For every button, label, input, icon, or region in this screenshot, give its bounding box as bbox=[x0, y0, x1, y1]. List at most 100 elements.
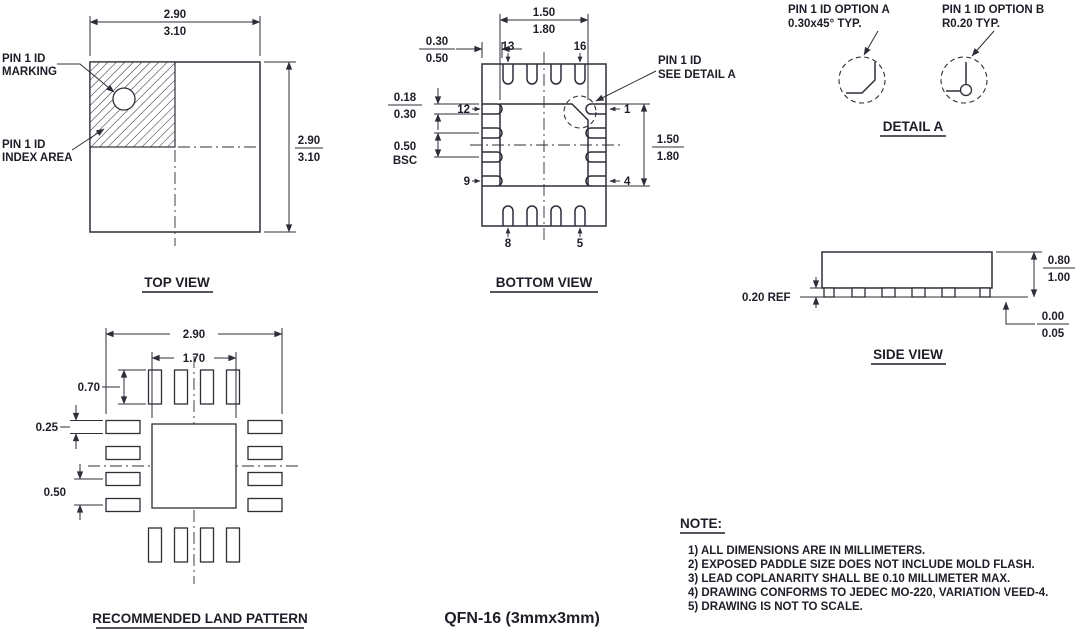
lead bbox=[911, 287, 926, 298]
dim-label: 0.80 bbox=[1048, 255, 1070, 267]
dim-label: 0.20 REF bbox=[742, 292, 791, 304]
land-pad bbox=[199, 527, 215, 563]
lead bbox=[979, 287, 991, 298]
dim-label: 0.50 bbox=[44, 487, 66, 499]
pin1-id-marking-dot bbox=[112, 87, 136, 111]
bottom-view: 1.50 1.80 0.30 0.50 0.18 0.30 0.50 BSC 1… bbox=[388, 7, 736, 293]
land-pad bbox=[105, 471, 141, 487]
pin-number-4: 4 bbox=[624, 176, 631, 188]
lead bbox=[823, 287, 835, 298]
land-pad bbox=[105, 497, 141, 513]
dim-label: 1.00 bbox=[1048, 272, 1070, 284]
lead bbox=[574, 205, 586, 226]
pin-number-16: 16 bbox=[574, 41, 587, 53]
option-b-label: PIN 1 ID OPTION B bbox=[942, 4, 1044, 16]
top-view: 2.90 3.10 2.90 3.10 PIN 1 ID MARKING PIN… bbox=[2, 9, 323, 293]
note-item: 5) DRAWING IS NOT TO SCALE. bbox=[688, 601, 863, 613]
lead bbox=[585, 151, 606, 163]
sheet-title: QFN-16 (3mmx3mm) bbox=[444, 610, 600, 627]
land-pattern-title: RECOMMENDED LAND PATTERN bbox=[92, 611, 308, 626]
note-item: 1) ALL DIMENSIONS ARE IN MILLIMETERS. bbox=[688, 545, 925, 557]
pin-number-5: 5 bbox=[577, 238, 584, 250]
dim-label: 0.30 bbox=[426, 36, 448, 48]
side-view: 0.80 1.00 0.20 REF 0.00 0.05 SIDE VIEW bbox=[742, 251, 1075, 365]
land-pad bbox=[199, 369, 215, 405]
leader-arrow bbox=[57, 63, 115, 93]
detail-a: PIN 1 ID OPTION A 0.30x45° TYP. PIN 1 ID… bbox=[788, 4, 1044, 137]
lead bbox=[550, 205, 562, 226]
pin-number-12: 12 bbox=[457, 104, 470, 116]
leader-arrow bbox=[71, 128, 105, 151]
radius-notch bbox=[959, 83, 973, 97]
lead bbox=[482, 175, 503, 187]
option-a-label: PIN 1 ID OPTION A bbox=[788, 4, 890, 16]
lead bbox=[502, 64, 514, 85]
land-pad bbox=[225, 527, 241, 563]
pin1-index-label: PIN 1 ID bbox=[2, 139, 45, 151]
pin1-callout-label: PIN 1 ID bbox=[658, 55, 701, 67]
dim-label: 0.18 bbox=[394, 92, 417, 104]
land-pad bbox=[147, 527, 163, 563]
package-body-outline bbox=[821, 251, 993, 289]
dim-label: 2.90 bbox=[183, 329, 205, 341]
land-pad bbox=[173, 527, 189, 563]
pin1-detail-circle bbox=[563, 95, 597, 129]
lead bbox=[482, 151, 503, 163]
land-pad bbox=[247, 419, 283, 435]
dim-label: 0.25 bbox=[36, 422, 59, 434]
pin1-marking-label: PIN 1 ID bbox=[2, 53, 45, 65]
land-pad bbox=[247, 445, 283, 461]
dim-label: 2.90 bbox=[298, 135, 320, 147]
bottom-view-title: BOTTOM VIEW bbox=[496, 275, 593, 290]
center-pad bbox=[151, 423, 237, 509]
lead bbox=[941, 287, 956, 298]
dim-label: 1.80 bbox=[657, 151, 679, 163]
option-a-label: 0.30x45° TYP. bbox=[788, 18, 861, 30]
lead bbox=[585, 175, 606, 187]
leader-arrow bbox=[1002, 301, 1035, 325]
notes: NOTE: 1) ALL DIMENSIONS ARE IN MILLIMETE… bbox=[680, 516, 1048, 613]
detail-circle-option-b bbox=[940, 56, 988, 104]
dim-label: 3.10 bbox=[298, 152, 320, 164]
land-pad bbox=[147, 369, 163, 405]
dim-label: 0.05 bbox=[1042, 328, 1065, 340]
dim-label: 2.90 bbox=[164, 9, 186, 21]
dim-label: 3.10 bbox=[164, 26, 186, 38]
pin-number-13: 13 bbox=[502, 41, 515, 53]
dim-label: BSC bbox=[393, 155, 417, 167]
detail-circle-option-a bbox=[838, 56, 886, 104]
top-view-title: TOP VIEW bbox=[144, 275, 210, 290]
land-pad bbox=[225, 369, 241, 405]
dim-label: 1.50 bbox=[533, 7, 555, 19]
lead bbox=[881, 287, 896, 298]
option-b-label: R0.20 TYP. bbox=[942, 18, 1000, 30]
lead bbox=[851, 287, 866, 298]
dim-label: 0.50 bbox=[394, 141, 416, 153]
lead bbox=[502, 205, 514, 226]
lead bbox=[482, 127, 503, 139]
land-pad bbox=[173, 369, 189, 405]
pin-number-9: 9 bbox=[464, 176, 470, 188]
leader-arrow bbox=[863, 30, 879, 56]
dim-label: 0.50 bbox=[426, 53, 448, 65]
dim-label: 0.70 bbox=[78, 382, 100, 394]
dim-label: 1.70 bbox=[183, 353, 205, 365]
notes-heading: NOTE: bbox=[680, 516, 722, 531]
lead bbox=[585, 103, 606, 115]
pin-number-8: 8 bbox=[505, 238, 512, 250]
pin1-index-label: INDEX AREA bbox=[2, 152, 73, 164]
lead bbox=[550, 64, 562, 85]
lead bbox=[585, 127, 606, 139]
dim-label: 0.00 bbox=[1042, 311, 1064, 323]
chamfer-corner-glyph bbox=[846, 62, 876, 94]
pin-number-1: 1 bbox=[624, 104, 631, 116]
leader-arrow bbox=[595, 70, 657, 102]
note-item: 4) DRAWING CONFORMS TO JEDEC MO-220, VAR… bbox=[688, 587, 1048, 599]
land-pad bbox=[105, 419, 141, 435]
side-view-title: SIDE VIEW bbox=[873, 347, 943, 362]
lead bbox=[526, 205, 538, 226]
lead bbox=[574, 64, 586, 85]
dim-label: 1.80 bbox=[533, 24, 555, 36]
